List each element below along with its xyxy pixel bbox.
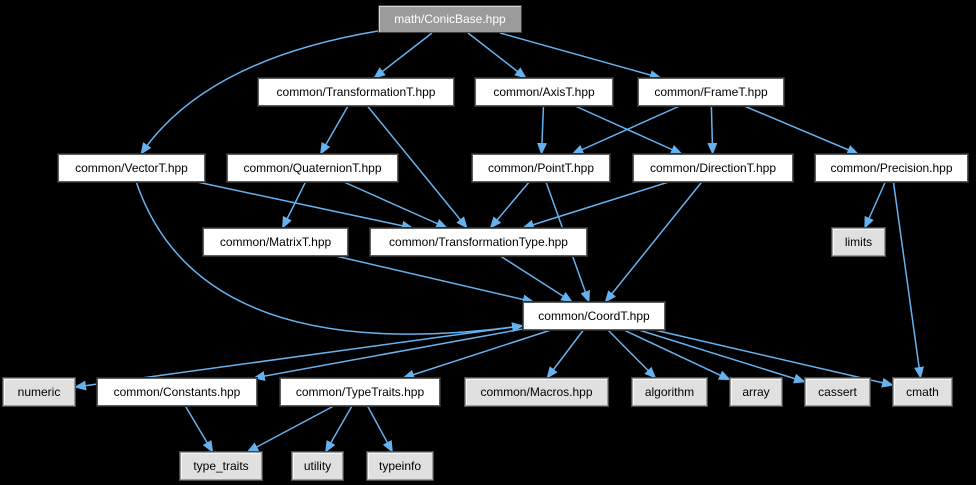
node-limits[interactable]: limits (832, 228, 885, 256)
edge-conicbase-to-transformationt (373, 32, 433, 79)
edge-axist-to-pointt (536, 105, 547, 155)
edge-coordt-to-cmath (654, 329, 894, 388)
edge-directiont-to-coordt (604, 181, 703, 303)
edge-typetraits-to-utility (324, 405, 353, 453)
node-common-transformationtype-hpp[interactable]: common/TransformationType.hpp (370, 228, 587, 256)
node-common-precision-hpp[interactable]: common/Precision.hpp (815, 154, 968, 182)
node-common-pointt-hpp[interactable]: common/PointT.hpp (472, 154, 610, 182)
edge-coordt-to-array (623, 329, 731, 381)
edge-constants-to-type_traits (184, 405, 214, 453)
node-common-macros-hpp[interactable]: common/Macros.hpp (465, 378, 608, 406)
edge-precision-to-cmath (892, 181, 925, 379)
edge-vectort-to-transformationtype (196, 181, 414, 231)
node-common-vectort-hpp[interactable]: common/VectorT.hpp (58, 154, 205, 182)
node-cmath[interactable]: cmath (893, 378, 952, 406)
node-common-matrixt-hpp[interactable]: common/MatrixT.hpp (203, 228, 348, 256)
edge-transformationtype-to-coordt (499, 255, 573, 303)
edge-pointt-to-transformationtype (489, 181, 530, 229)
edge-framet-to-directiont (707, 105, 718, 155)
edge-vectort-to-coordt (135, 181, 524, 335)
edge-conicbase-to-vectort (140, 30, 379, 155)
edge-framet-to-precision (743, 105, 860, 155)
edge-conicbase-to-framet (499, 32, 662, 80)
node-algorithm[interactable]: algorithm (632, 378, 707, 406)
node-common-typetraits-hpp[interactable]: common/TypeTraits.hpp (280, 378, 440, 406)
edge-coordt-to-algorithm (607, 329, 657, 379)
edge-matrixt-to-coordt (335, 255, 535, 305)
edge-quaterniont-to-transformationtype (343, 181, 449, 229)
edge-transformationt-to-transformationtype (366, 105, 468, 229)
node-common-transformationt-hpp[interactable]: common/TransformationT.hpp (258, 78, 454, 106)
edge-precision-to-limits (864, 181, 886, 229)
edge-coordt-to-cassert (638, 329, 806, 384)
node-numeric[interactable]: numeric (3, 378, 75, 406)
edge-coordt-to-macros (546, 329, 585, 379)
edge-coordt-to-constants (252, 328, 524, 381)
edge-coordt-to-typetraits (402, 329, 552, 380)
node-common-constants-hpp[interactable]: common/Constants.hpp (97, 378, 257, 406)
node-utility[interactable]: utility (292, 452, 343, 480)
node-type-traits[interactable]: type_traits (180, 452, 262, 480)
edge-typetraits-to-typeinfo (366, 405, 394, 453)
edge-conicbase-to-axist (467, 32, 527, 79)
edge-coordt-to-numeric (74, 324, 524, 391)
edge-directiont-to-transformationtype (521, 181, 669, 230)
edge-typetraits-to-type_traits (246, 405, 335, 453)
node-array[interactable]: array (730, 378, 782, 406)
node-math-conicbase-hpp[interactable]: math/ConicBase.hpp (378, 5, 522, 33)
edge-framet-to-pointt (571, 105, 680, 155)
node-common-axist-hpp[interactable]: common/AxisT.hpp (475, 78, 613, 106)
node-common-coordt-hpp[interactable]: common/CoordT.hpp (523, 302, 665, 330)
node-common-directiont-hpp[interactable]: common/DirectionT.hpp (633, 154, 793, 182)
node-cassert[interactable]: cassert (805, 378, 870, 406)
node-typeinfo[interactable]: typeinfo (367, 452, 433, 480)
node-common-framet-hpp[interactable]: common/FrameT.hpp (638, 78, 784, 106)
edge-transformationt-to-quaterniont (319, 105, 349, 155)
edge-quaterniont-to-matrixt (281, 181, 307, 229)
edge-axist-to-directiont (574, 105, 683, 155)
node-common-quaterniont-hpp[interactable]: common/QuaternionT.hpp (227, 154, 398, 182)
